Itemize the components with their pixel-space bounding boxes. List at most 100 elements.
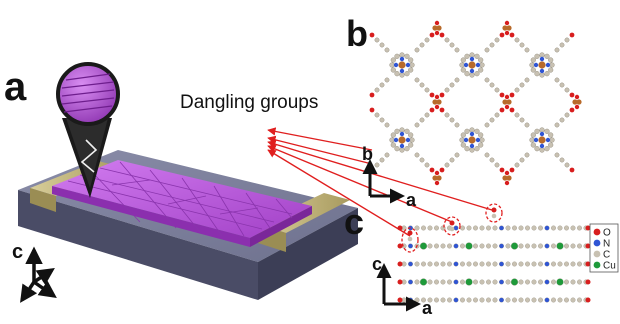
carbon-atom — [469, 72, 475, 78]
carbon-atom — [514, 162, 520, 168]
nitrogen-atom — [499, 243, 504, 249]
metal-atom — [538, 61, 546, 69]
carbon-atom — [464, 53, 470, 59]
oxygen-atom — [369, 107, 375, 113]
paddlewheel-metal — [502, 99, 508, 105]
carbon-atom — [394, 128, 400, 134]
dangling-groups-label: Dangling groups — [180, 92, 318, 113]
carbon-atom — [519, 82, 525, 88]
carbon-atom — [379, 82, 385, 88]
nitrogen-atom — [469, 131, 475, 137]
dangling-carbon — [491, 213, 497, 219]
carbon-atom — [414, 77, 420, 83]
copper-atom — [556, 242, 564, 250]
carbon-atom — [577, 261, 582, 267]
carbon-atom — [479, 243, 485, 249]
nitrogen-atom — [408, 261, 413, 267]
paddlewheel-metal — [576, 99, 582, 105]
carbon-atom — [379, 117, 385, 123]
carbon-atom — [529, 62, 535, 68]
nitrogen-atom — [469, 56, 475, 62]
legend-label-cu: Cu — [603, 261, 616, 272]
carbon-atom — [486, 279, 491, 285]
oxygen-atom — [429, 92, 435, 98]
carbon-atom — [408, 67, 414, 73]
carbon-atom — [473, 297, 478, 303]
carbon-atom — [505, 243, 511, 249]
carbon-atom — [449, 82, 455, 88]
nitrogen-atom — [469, 143, 475, 149]
carbon-atom — [374, 87, 380, 93]
carbon-atom — [486, 225, 491, 231]
copper-atom — [419, 278, 428, 286]
oxygen-atom — [369, 32, 375, 38]
carbon-atom — [434, 225, 439, 231]
carbon-atom — [434, 297, 439, 303]
carbon-atom — [530, 142, 536, 148]
carbon-atom — [464, 146, 470, 152]
carbon-atom — [554, 122, 560, 128]
nitrogen-atom — [408, 297, 413, 303]
nitrogen-atom — [475, 137, 481, 143]
oxygen-atom — [509, 107, 515, 113]
oxygen-atom — [585, 243, 591, 249]
metal-atom — [468, 61, 476, 69]
carbon-atom — [379, 42, 385, 48]
carbon-atom — [474, 53, 480, 59]
carbon-atom — [530, 67, 536, 73]
carbon-atom — [494, 87, 500, 93]
metal-atom — [468, 136, 476, 144]
carbon-atom — [447, 279, 452, 285]
nitrogen-atom — [399, 131, 405, 137]
carbon-atom — [444, 37, 450, 43]
metal-atom — [398, 61, 406, 69]
oxygen-atom — [397, 243, 403, 249]
oxygen-atom — [397, 297, 403, 303]
dangling-arrows — [267, 127, 493, 237]
carbon-atom — [459, 62, 465, 68]
metal-atom — [538, 136, 546, 144]
carbon-atom — [419, 157, 425, 163]
oxygen-atom — [499, 167, 505, 173]
legend-swatch-c — [593, 250, 601, 258]
paddlewheel-metal — [432, 175, 438, 181]
oxygen-atom — [509, 167, 515, 173]
carbon-atom — [518, 243, 524, 249]
carbon-atom — [379, 157, 385, 163]
carbon-atom — [559, 117, 565, 123]
carbon-atom — [390, 67, 396, 73]
carbon-atom — [548, 57, 554, 63]
nitrogen-atom — [399, 68, 405, 74]
carbon-atom — [514, 87, 520, 93]
carbon-atom — [524, 77, 530, 83]
carbon-atom — [384, 77, 390, 83]
carbon-atom — [489, 117, 495, 123]
nitrogen-atom — [453, 261, 459, 267]
carbon-atom — [478, 142, 484, 148]
paddlewheel-metal — [436, 99, 442, 105]
carbon-atom — [518, 261, 524, 267]
oxygen-atom — [504, 170, 510, 176]
dangling-oxygen — [407, 230, 413, 236]
carbon-atom — [492, 297, 498, 303]
nitrogen-atom — [499, 297, 504, 303]
carbon-atom — [494, 112, 500, 118]
carbon-atom — [460, 261, 465, 267]
carbon-atom — [424, 112, 430, 118]
legend-swatch-cu — [593, 261, 601, 269]
panel-c-letter: c — [344, 201, 364, 242]
panel-c-axes — [376, 263, 421, 312]
carbon-atom — [564, 243, 569, 249]
oxygen-atom — [397, 225, 403, 231]
carbon-atom — [518, 225, 524, 231]
nitrogen-atom — [544, 261, 550, 267]
carbon-atom — [440, 261, 446, 267]
oxygen-atom — [439, 107, 445, 113]
carbon-atom — [419, 82, 425, 88]
nitrogen-atom — [405, 137, 411, 143]
carbon-atom — [564, 279, 569, 285]
panel-b-axis-b: b — [362, 144, 373, 164]
carbon-atom — [538, 279, 543, 285]
carbon-atom — [384, 152, 390, 158]
